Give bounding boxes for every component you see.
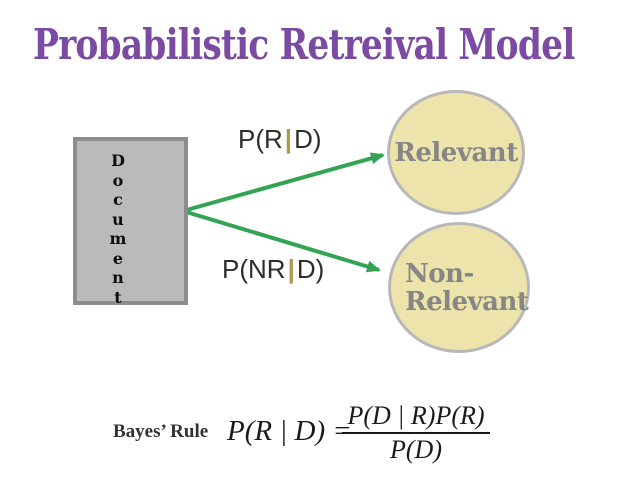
- document-letter: D: [111, 151, 125, 170]
- bayes-rule-lhs: P(R | D) =: [227, 415, 352, 447]
- nonrelevant-node-label-line2: Relevant: [405, 286, 529, 317]
- document-letter: e: [112, 248, 124, 268]
- probability-label-post: D): [294, 124, 322, 154]
- probability-label-relevant: P(R|D): [238, 124, 322, 154]
- slide-title: Probabilistic Retreival Model: [33, 20, 575, 69]
- bayes-rule-fraction: P(D | R)P(R) P(D): [342, 401, 490, 465]
- probability-label-post: D): [296, 254, 325, 284]
- fraction-denominator: P(D): [390, 435, 442, 464]
- fraction-numerator: P(D | R)P(R): [342, 401, 490, 434]
- document-letter: m: [109, 229, 127, 248]
- document-letter: n: [112, 268, 124, 287]
- relevant-node: Relevant: [387, 90, 525, 215]
- nonrelevant-node: Non- Relevant: [388, 222, 530, 353]
- document-letter: c: [113, 190, 123, 209]
- nonrelevant-node-label-line1: Non-: [405, 258, 474, 289]
- arrow-to-relevant: [182, 152, 385, 213]
- document-letter: u: [112, 209, 124, 229]
- conditional-bar: |: [287, 254, 295, 284]
- bayes-rule-label: Bayes’ Rule: [113, 421, 209, 442]
- relevant-node-label: Relevant: [394, 137, 518, 168]
- document-vertical-label: D o c u m e n t: [103, 151, 133, 307]
- probability-label-pre: P(R: [238, 124, 283, 154]
- conditional-bar: |: [284, 124, 293, 154]
- document-letter: t: [114, 287, 122, 307]
- probability-label-pre: P(NR: [222, 254, 286, 284]
- document-letter: o: [112, 170, 124, 190]
- document-node: D o c u m e n t: [73, 137, 188, 307]
- probability-label-nonrelevant: P(NR|D): [222, 254, 324, 284]
